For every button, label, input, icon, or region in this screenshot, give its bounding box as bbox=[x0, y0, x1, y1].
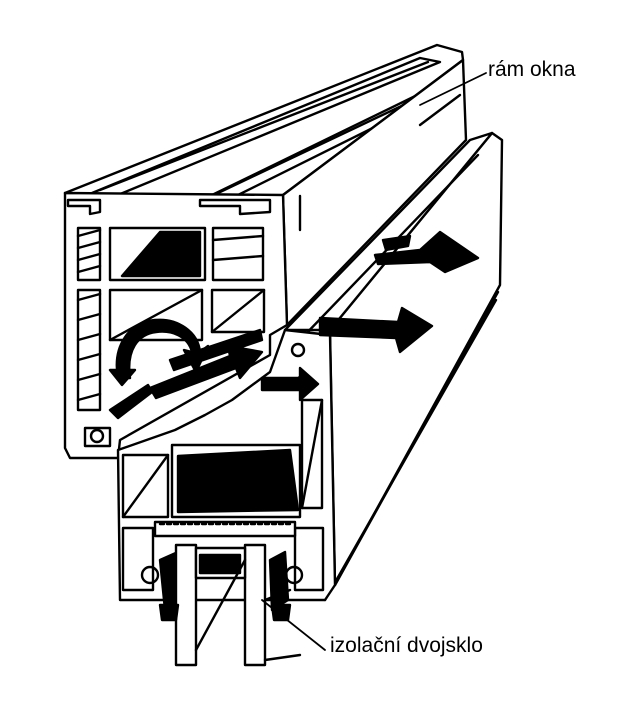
leader-lines bbox=[261, 72, 487, 651]
airflow-arrow-inner bbox=[148, 344, 264, 400]
airflow-arrow-left bbox=[108, 383, 154, 420]
airflow-arrows bbox=[108, 230, 480, 622]
leader-line-frame bbox=[419, 72, 487, 106]
double-glazing-label: izolační dvojsklo bbox=[330, 634, 483, 657]
frame-label: rám okna bbox=[488, 58, 576, 81]
airflow-arrow-sash bbox=[260, 366, 320, 402]
airflow-arrow-upper bbox=[373, 230, 480, 274]
double-glazing bbox=[174, 543, 302, 667]
leader-line-glass bbox=[261, 599, 326, 651]
airflow-arrow-middle bbox=[318, 306, 434, 354]
